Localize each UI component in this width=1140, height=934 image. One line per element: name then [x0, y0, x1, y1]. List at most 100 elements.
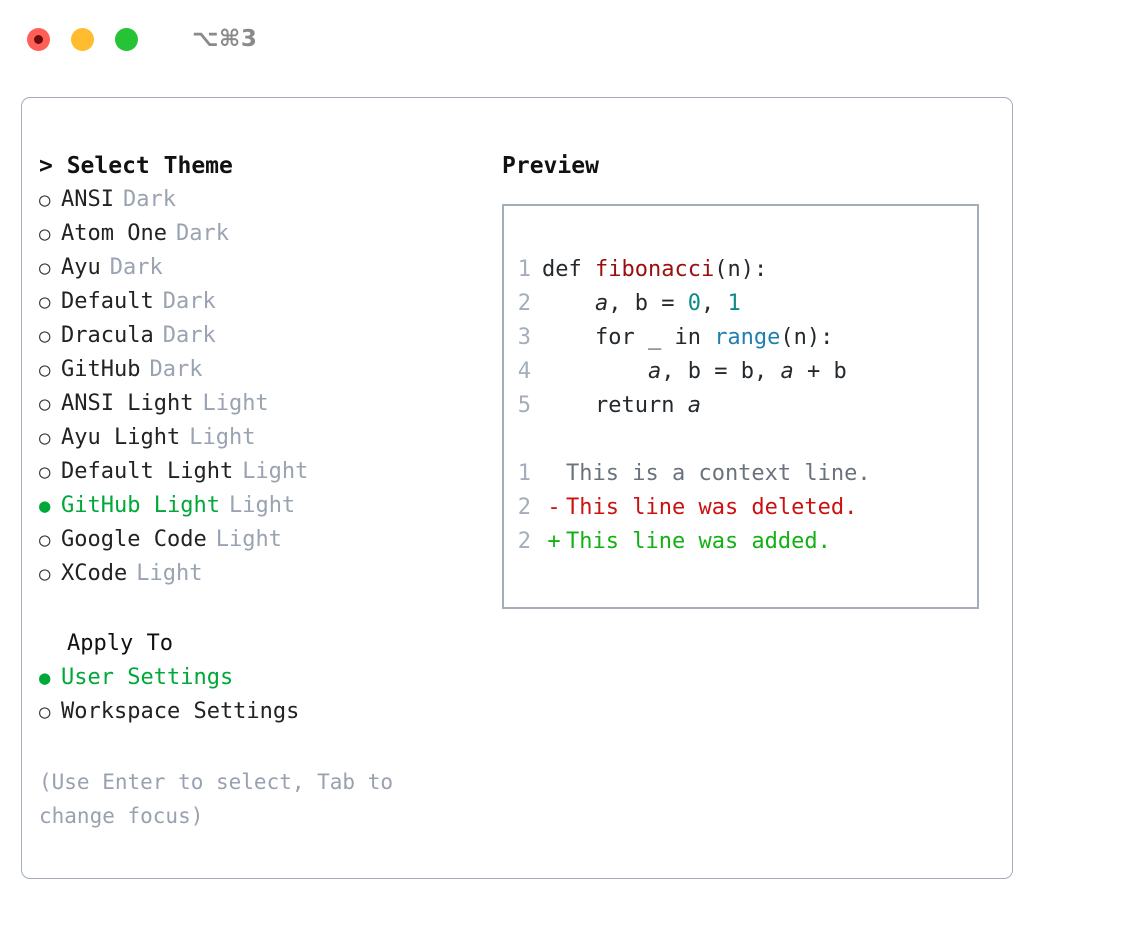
spacer: [504, 423, 977, 457]
code-token: +: [793, 359, 834, 384]
radio-selected-icon: ●: [39, 667, 51, 689]
theme-option-ansi[interactable]: ○ ANSI Dark: [39, 183, 502, 217]
theme-option-label: Dracula: [61, 323, 154, 348]
radio-unselected-icon: ○: [39, 189, 51, 211]
preview-heading: Preview: [502, 153, 599, 179]
theme-option-label: Google Code: [61, 527, 207, 552]
radio-unselected-icon: ○: [39, 359, 51, 381]
theme-variant-tag: Light: [189, 425, 256, 450]
code-token: =: [647, 291, 688, 316]
apply-to-list[interactable]: ●User Settings ○ Workspace Settings: [39, 661, 502, 729]
line-number: 2: [517, 291, 531, 316]
keyboard-hint-text: (Use Enter to select, Tab to change focu…: [39, 770, 394, 828]
theme-option-label: Ayu: [61, 255, 101, 280]
diff-marker: +: [547, 529, 561, 554]
line-number: 3: [517, 325, 531, 350]
theme-option-default-light[interactable]: ○ Default Light Light: [39, 455, 502, 489]
radio-unselected-icon: ○: [39, 461, 51, 483]
close-button-icon[interactable]: [27, 27, 50, 51]
code-token: a: [647, 359, 662, 384]
diff-line-deleted: 2-This line was deleted.: [504, 491, 977, 525]
code-token: [542, 291, 595, 316]
diff-line-text: This line was added.: [566, 529, 831, 554]
code-token: 0: [687, 291, 701, 316]
code-token: return: [542, 393, 688, 418]
line-number: 1: [517, 257, 531, 282]
apply-option-workspace-settings[interactable]: ○ Workspace Settings: [39, 695, 502, 729]
zoom-button-icon[interactable]: [115, 27, 138, 51]
line-number: 4: [517, 359, 531, 384]
radio-unselected-icon: ○: [39, 701, 51, 723]
code-token: a: [687, 393, 701, 418]
code-line-content: return a: [542, 389, 701, 423]
theme-option-label: Default Light: [61, 459, 234, 484]
select-theme-heading: > Select Theme: [39, 153, 233, 179]
keyboard-shortcut-label: ⌥⌘3: [192, 26, 258, 52]
line-number: 1: [517, 461, 531, 486]
diff-sample: 1 This is a context line. 2-This line was…: [504, 457, 977, 559]
code-token: [542, 359, 648, 384]
line-number: 2: [517, 529, 531, 554]
radio-unselected-icon: ○: [39, 291, 51, 313]
diff-line-text: This line was deleted.: [566, 495, 858, 520]
title-bar: ⌥⌘3: [0, 0, 1140, 78]
code-token: fibonacci: [594, 257, 715, 282]
diff-line-added: 2 +This line was added.: [504, 525, 977, 559]
theme-variant-tag: Dark: [149, 357, 203, 382]
radio-unselected-icon: ○: [39, 393, 51, 415]
line-number: 2: [517, 495, 531, 520]
code-line: 4 a, b = b, a + b: [504, 355, 977, 389]
minimize-button-icon[interactable]: [71, 27, 94, 51]
theme-option-label: Ayu Light: [61, 425, 181, 450]
code-token: =: [700, 359, 741, 384]
theme-option-ansi-light[interactable]: ○ ANSI Light Light: [39, 387, 502, 421]
code-line: 5 return a: [504, 389, 977, 423]
apply-option-label: Workspace Settings: [61, 699, 300, 724]
theme-option-label: ANSI: [61, 187, 114, 212]
theme-variant-tag: Light: [136, 561, 203, 586]
code-token: ,: [700, 291, 728, 316]
apply-to-heading: Apply To: [67, 631, 173, 656]
code-line: 1 def fibonacci(n):: [504, 253, 977, 287]
radio-unselected-icon: ○: [39, 529, 51, 551]
code-line-content: def fibonacci(n):: [542, 253, 767, 287]
theme-variant-tag: Dark: [162, 289, 216, 314]
theme-variant-tag: Light: [242, 459, 309, 484]
code-line-content: a, b = b, a + b: [542, 355, 847, 389]
diff-marker: [542, 457, 566, 491]
window-controls: [27, 27, 138, 51]
code-line-content: a, b = 0, 1: [542, 287, 741, 321]
theme-option-label: GitHub Light: [61, 493, 220, 518]
apply-option-user-settings[interactable]: ●User Settings: [39, 661, 502, 695]
spacer: [39, 591, 502, 627]
code-line: 3 for _ in range(n):: [504, 321, 977, 355]
theme-variant-tag: Light: [228, 493, 296, 518]
code-token: b: [740, 359, 754, 384]
theme-variant-tag: Dark: [122, 187, 176, 212]
code-token: b: [833, 359, 847, 384]
code-token: a: [594, 291, 609, 316]
code-token: range: [714, 325, 781, 350]
code-token: for _ in: [542, 325, 715, 350]
code-token: def: [542, 257, 595, 282]
theme-option-label: Atom One: [61, 221, 167, 246]
radio-unselected-icon: ○: [39, 257, 51, 279]
theme-variant-tag: Light: [202, 391, 269, 416]
code-token: (n):: [780, 325, 834, 350]
theme-option-label: ANSI Light: [61, 391, 194, 416]
diff-line-text: This is a context line.: [566, 461, 871, 486]
